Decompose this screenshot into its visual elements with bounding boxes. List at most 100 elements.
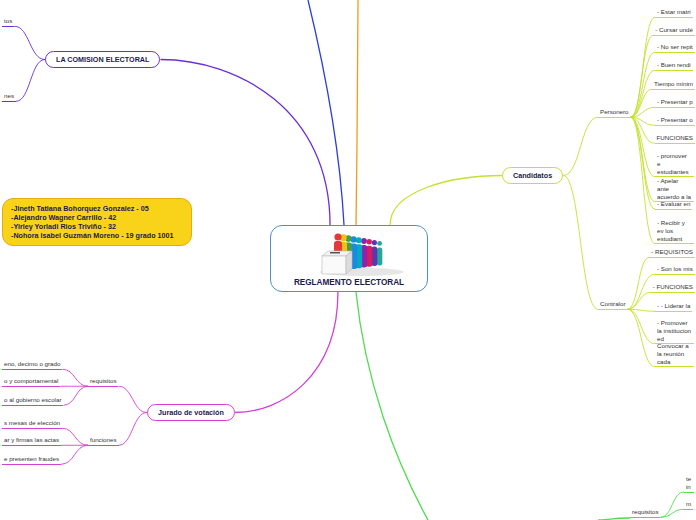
topic-label: - Apelar ante acuerdo a la <box>657 177 692 200</box>
leaf-topic: - Presentar o <box>655 116 695 126</box>
subtopic: Contralor <box>598 300 627 310</box>
branch-line <box>598 518 630 520</box>
subtopic: requisitos <box>630 508 660 518</box>
topic-label: o al gobierno escolar <box>4 396 61 404</box>
branch-connector <box>660 509 684 517</box>
branch-connector <box>16 60 45 102</box>
leaf-topic: - REQUISITOS <box>649 248 695 258</box>
leaf-topic: - Son los mis <box>655 265 695 275</box>
leaf-topic: FUNCIONES <box>655 134 695 144</box>
topic-label: - Cursar undé <box>655 26 693 34</box>
leaf-topic: - Buen rendi <box>655 61 693 71</box>
leaf-topic: e presenten fraudes <box>2 455 61 465</box>
branch-connector <box>390 176 502 226</box>
subtopic: Personero <box>598 108 631 118</box>
branch-connector <box>631 117 655 177</box>
main-topic: Candidatos <box>502 167 563 184</box>
voters-illustration <box>320 233 404 276</box>
author-line: -Alejandro Wagner Carrillo - 42 <box>11 213 183 222</box>
topic-label: - FUNCIONES <box>653 283 693 291</box>
branch-connector <box>14 26 45 59</box>
topic-label: - - Liderar la <box>657 302 690 310</box>
topic-label: Convocar a la reunión cada <box>657 342 692 365</box>
leaf-topic: te in <box>684 475 694 493</box>
leaf-topic: - Presentar p <box>655 98 695 108</box>
branch-connector <box>631 17 655 117</box>
topic-label: funciones <box>90 436 117 444</box>
topic-label: eno, decimo o grado <box>4 360 60 368</box>
topic-label: Personero <box>600 108 629 116</box>
topic-label: requisitos <box>90 377 116 385</box>
branch-connector <box>62 369 88 386</box>
branch-connector <box>61 445 88 464</box>
subtopic: requisitos <box>88 377 118 387</box>
topic-label: REGLAMENTO ELECTORAL <box>271 278 427 287</box>
topic-label: - Recibir y ev los estudiant <box>657 219 692 242</box>
main-topic: Jurado de votación <box>147 404 235 421</box>
branch-connector <box>631 107 655 117</box>
topic-label: - No ser repit <box>657 43 693 51</box>
branch-connector <box>627 274 655 309</box>
branch-line <box>356 0 358 225</box>
branch-connector <box>631 117 655 209</box>
branch-line <box>308 0 344 225</box>
topic-label: nes <box>4 92 14 100</box>
topic-label: e presenten fraudes <box>4 455 59 463</box>
topic-label: m <box>686 500 691 508</box>
topic-label: - Buen rendi <box>657 61 691 69</box>
leaf-topic: Convocar a la reunión cada <box>655 342 694 367</box>
author-line: -Nohora Isabel Guzmán Moreno - 19 grado … <box>11 231 183 240</box>
branch-connector <box>235 292 338 413</box>
leaf-topic: - Evaluar en <box>655 200 692 210</box>
leaf-topic: - - Liderar la <box>655 302 692 312</box>
leaf-topic: - Promover la institucion ed <box>655 319 694 344</box>
leaf-topic: Tiempo mínim <box>652 80 695 90</box>
topic-label: Jurado de votación <box>158 408 224 417</box>
branch-connector <box>627 292 650 309</box>
topic-label: - Presentar p <box>657 98 693 106</box>
topic-label: te in <box>686 475 692 491</box>
topic-label: - Evaluar en <box>657 200 690 208</box>
topic-label: - Promover la institucion ed <box>657 319 692 342</box>
topic-label: ar y firmas las actas <box>4 436 59 444</box>
leaf-topic: - FUNCIONES <box>651 283 695 293</box>
outgoing-branches <box>308 0 630 520</box>
branch-line <box>356 292 428 520</box>
branch-connector <box>631 117 655 202</box>
branch-connector <box>60 386 88 387</box>
leaf-topic: s mesas de elección <box>2 419 62 429</box>
branch-connector <box>627 309 655 367</box>
leaf-topic: o al gobierno escolar <box>2 396 63 406</box>
topic-label: s mesas de elección <box>4 419 60 427</box>
branch-connector <box>563 117 598 175</box>
leaf-topic: - Estar matri <box>655 8 693 18</box>
topic-label: - Son los mis <box>657 265 693 273</box>
central-topic: REGLAMENTO ELECTORAL <box>270 225 428 292</box>
main-topic: LA COMISION ELECTORAL <box>45 51 160 68</box>
branch-connector <box>660 492 684 517</box>
topic-label: - Estar matri <box>657 8 691 16</box>
branch-connector <box>631 70 655 117</box>
topic-label: - promover e estudiantes <box>657 152 692 175</box>
subtopic: funciones <box>88 436 119 446</box>
branch-connector <box>118 386 147 412</box>
topic-label: tos <box>4 17 12 25</box>
branch-connector <box>62 428 88 445</box>
leaf-topic: ar y firmas las actas <box>2 436 61 446</box>
topic-label: - REQUISITOS <box>651 248 693 256</box>
leaf-topic: o y comportamental <box>2 377 60 387</box>
branch-connector <box>631 117 655 244</box>
author-line: -Yirley Yorladi Rios Triviño - 32 <box>11 222 183 231</box>
leaf-topic: eno, decimo o grado <box>2 360 62 370</box>
authors-note: -Jineth Tatiana Bohorquez Gonzalez - 05-… <box>2 198 192 246</box>
topic-label: o y comportamental <box>4 377 58 385</box>
topic-label: - Presentar o <box>657 116 693 124</box>
subtopic: tos <box>2 17 14 27</box>
branch-connector <box>63 386 88 405</box>
topic-label: LA COMISION ELECTORAL <box>56 55 149 64</box>
topic-label: requisitos <box>632 508 658 516</box>
leaf-topic: - No ser repit <box>655 43 695 53</box>
leaf-topic: m <box>684 500 693 510</box>
